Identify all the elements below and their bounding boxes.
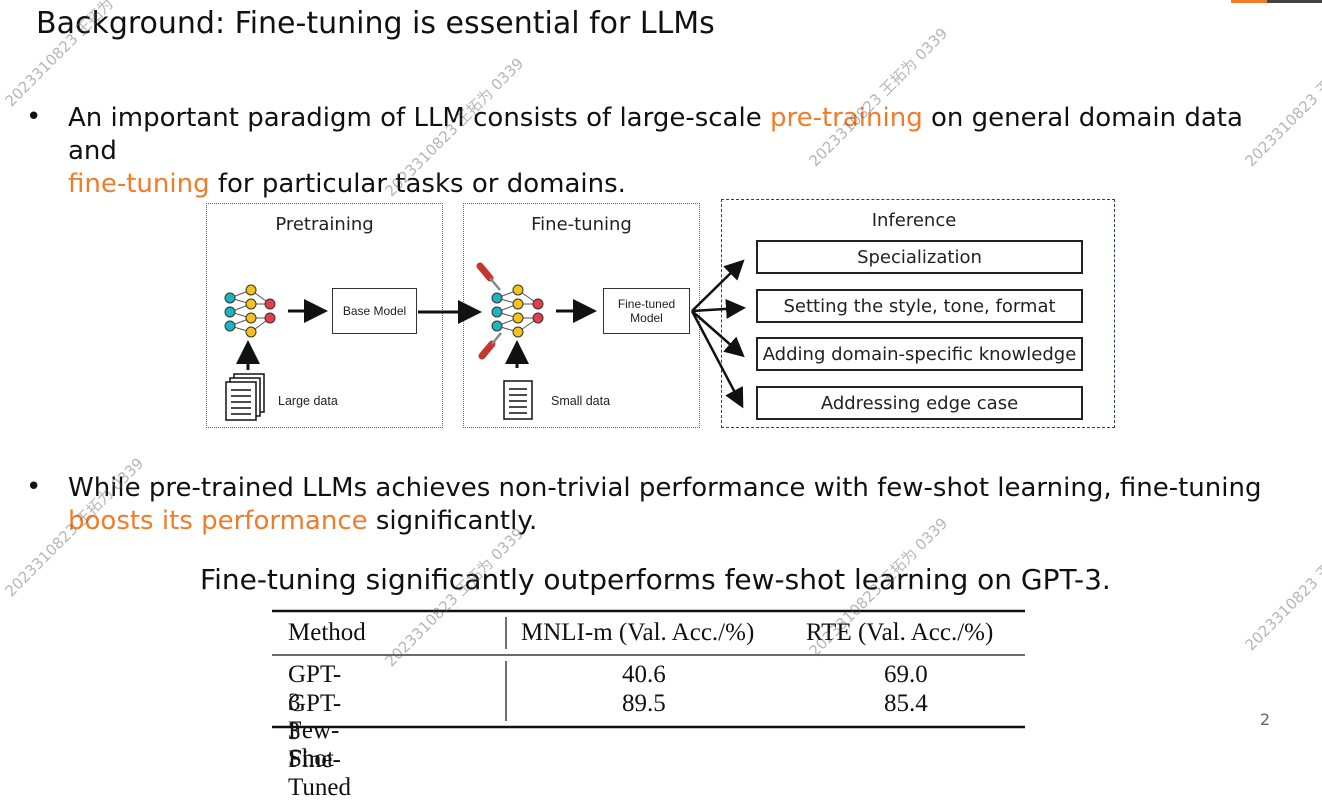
table-cell-mnli: 40.6: [622, 661, 666, 688]
bullet-1-text-a: An important paradigm of LLM consists of…: [68, 103, 770, 133]
bullet-2-text-b: significantly.: [367, 506, 538, 536]
highlight-pre-training: pre-training: [769, 103, 923, 133]
inference-item: Addressing edge case: [756, 386, 1083, 420]
small-data-label: Small data: [551, 394, 611, 408]
inference-item: Setting the style, tone, format: [756, 289, 1083, 323]
page-number: 2: [1259, 710, 1270, 729]
inference-arrows: [690, 259, 746, 409]
bullet-1: An important paradigm of LLM consists of…: [68, 102, 1268, 201]
base-model-box: Base Model: [332, 288, 417, 334]
bullet-marker: •: [26, 472, 42, 502]
screwdriver-icon: [478, 332, 502, 360]
inference-title: Inference: [871, 210, 957, 231]
highlight-fine-tuning: fine-tuning: [68, 169, 210, 199]
screwdriver-icon: [476, 262, 501, 291]
inference-item: Adding domain-specific knowledge: [756, 337, 1083, 371]
slide-title: Background: Fine-tuning is essential for…: [36, 6, 715, 41]
header-method: Method: [288, 619, 366, 646]
header-rte: RTE (Val. Acc./%): [806, 619, 994, 646]
inference-item: Specialization: [756, 240, 1083, 274]
table-cell-mnli: 89.5: [622, 690, 666, 717]
finetuning-title: Fine-tuning: [531, 214, 632, 235]
diagram-graphics: [224, 259, 746, 421]
finetuned-model-box: Fine-tuned Model: [603, 288, 690, 334]
finetuned-model-line2: Model: [630, 311, 663, 325]
large-data-icon: [225, 373, 265, 421]
table-cell-method: GPT-3 Fine-Tuned: [288, 690, 351, 801]
pretraining-network-icon: [224, 284, 276, 338]
bullet-1-text-b: on general domain data and: [68, 103, 1243, 166]
table-cell-rte: 85.4: [884, 690, 928, 717]
inference-panel: Inference: [721, 199, 1115, 428]
highlight-boosts-performance: boosts its performance: [68, 506, 368, 536]
table-caption: Fine-tuning significantly outperforms fe…: [200, 563, 1111, 596]
finetuned-model-line1: Fine-tuned: [617, 297, 676, 311]
pretraining-panel: Pretraining: [206, 203, 443, 428]
table-rules: [272, 609, 1025, 729]
bullet-1-text-c: for particular tasks or domains.: [209, 169, 626, 199]
bullet-2-text-a: While pre-trained LLMs achieves non-triv…: [68, 473, 1262, 503]
bullet-2: While pre-trained LLMs achieves non-triv…: [68, 472, 1268, 538]
bullet-marker: •: [26, 102, 42, 132]
large-data-label: Large data: [278, 394, 338, 408]
table-cell-rte: 69.0: [884, 661, 928, 688]
accent-bar-dark: [1267, 0, 1322, 3]
small-data-icon: [503, 380, 533, 420]
pretraining-title: Pretraining: [275, 214, 374, 235]
finetuning-network-icon: [491, 284, 544, 338]
accent-bar: [1231, 0, 1267, 3]
header-mnli: MNLI-m (Val. Acc./%): [521, 619, 755, 646]
